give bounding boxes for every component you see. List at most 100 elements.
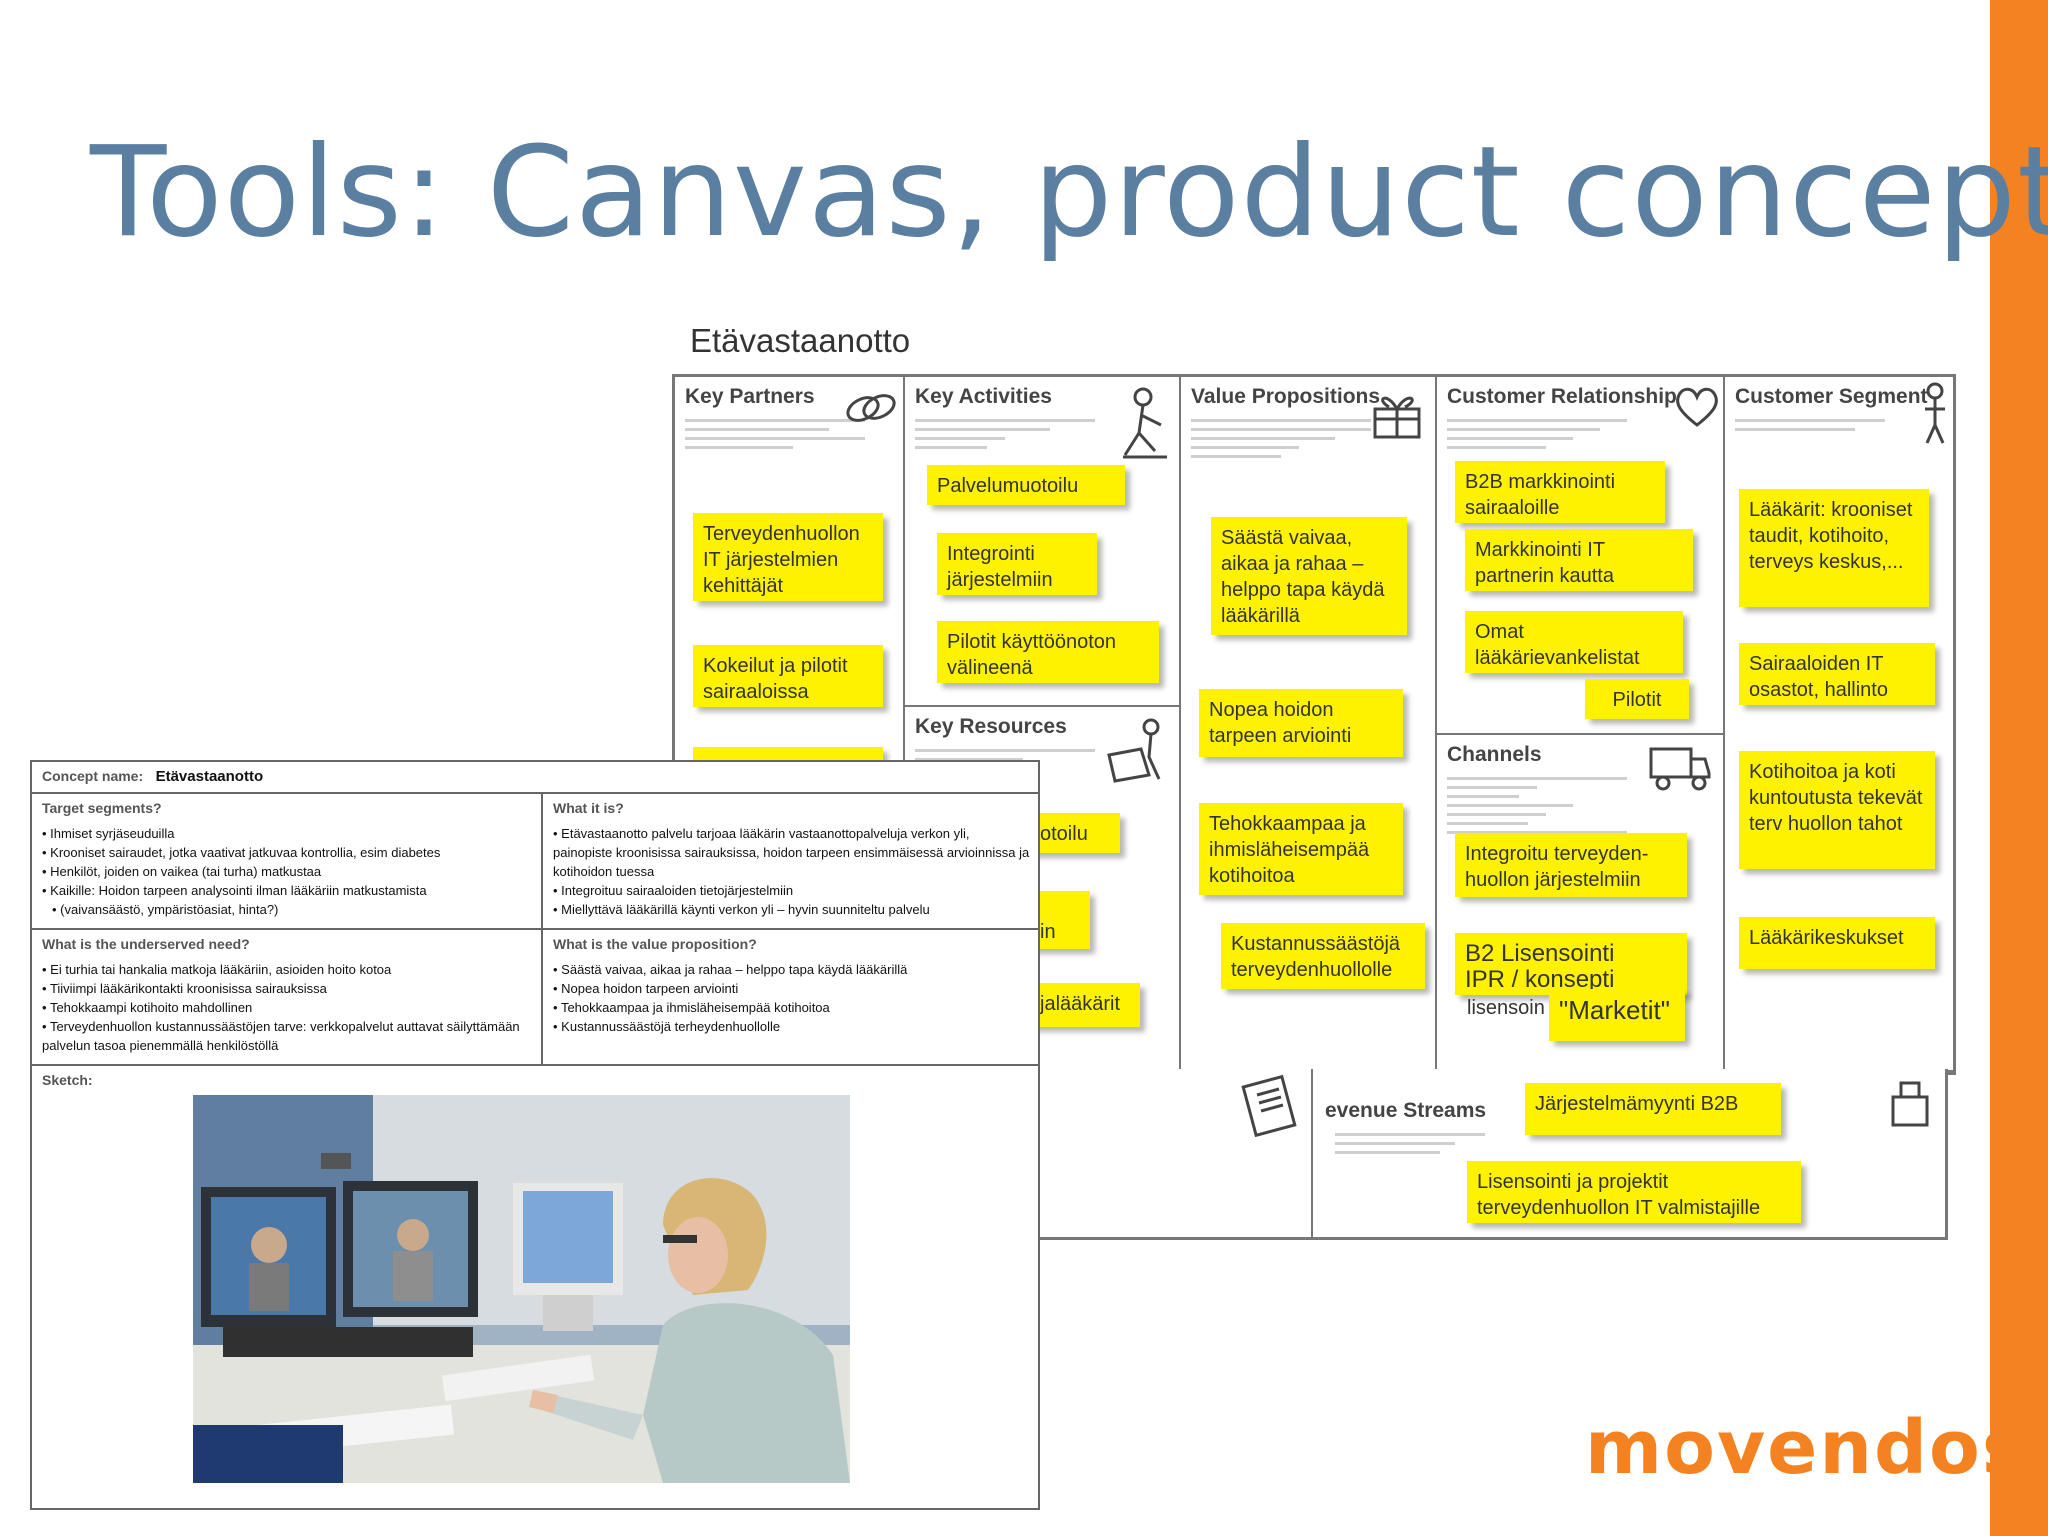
sticky-note: Sairaaloiden IT osastot, hallinto <box>1739 643 1935 705</box>
what-it-is-label: What it is? <box>553 800 624 816</box>
sticky-note: Lääkärit: krooniset taudit, kotihoito, t… <box>1739 489 1929 607</box>
sticky-note: Pilotit <box>1585 679 1689 719</box>
sticky-note: jalääkärit <box>1030 983 1140 1027</box>
channels-heading: Channels <box>1447 743 1542 766</box>
truck-icon <box>1649 747 1711 791</box>
key-resources-cell: Key Resources otoilu in jalääkärit <box>905 707 1181 1072</box>
sticky-note: Kotihoitoa ja koti kuntoutusta tekevät t… <box>1739 751 1935 869</box>
list-item: Tehokkaampi kotihoito mahdollinen <box>42 998 531 1017</box>
placeholder-lines <box>1735 419 1885 437</box>
business-model-canvas: Key Partners Terveydenhuollon IT järjest… <box>672 374 1956 1075</box>
placeholder-lines <box>1447 419 1627 455</box>
key-partners-cell: Key Partners Terveydenhuollon IT järjest… <box>675 377 905 1072</box>
movendos-logo: movendos <box>1585 1405 2028 1491</box>
key-activities-heading: Key Activities <box>915 385 1052 408</box>
sketch-cell: Sketch: <box>32 1066 1038 1510</box>
underserved-need-cell: What is the underserved need? Ei turhia … <box>32 930 543 1064</box>
sticky-note: B2B markkinointi sairaaloille <box>1455 461 1665 523</box>
concept-row-middle: What is the underserved need? Ei turhia … <box>32 930 1038 1066</box>
revenue-streams-cell <box>1311 1069 1313 1237</box>
sticky-note: Kustannussäästöjä terveydenhuollolle <box>1221 923 1425 989</box>
sticky-note: Lisensointi ja projektit terveydenhuollo… <box>1467 1161 1801 1223</box>
sticky-note: Integrointi järjestelmiin <box>937 533 1097 595</box>
sticky-note: Nopea hoidon tarpeen arviointi <box>1199 689 1403 757</box>
list-item: Tehokkaampaa ja ihmisläheisempää kotihoi… <box>553 998 1032 1017</box>
target-segments-cell: Target segments? Ihmiset syrjäseuduilla … <box>32 794 543 928</box>
list-item: Säästä vaivaa, aikaa ja rahaa – helppo t… <box>553 960 1032 979</box>
person-icon <box>1925 382 1945 444</box>
partial-note-text: lisensoin <box>1467 997 1545 1019</box>
placeholder-lines <box>1447 777 1627 840</box>
list-item: Miellyttävä lääkärillä käynti verkon yli… <box>553 900 1032 919</box>
list-item: Henkilöt, joiden on vaikea (tai turha) m… <box>42 862 531 881</box>
worker-icon <box>1123 387 1167 459</box>
sticky-note: Terveydenhuollon IT järjestelmien kehitt… <box>693 513 883 601</box>
sticky-note: otoilu <box>1030 813 1120 853</box>
list-item: Tiiviimpi lääkärikontakti kroonisissa sa… <box>42 979 531 998</box>
list-item: Integroituu sairaaloiden tietojärjestelm… <box>553 881 1032 900</box>
sticky-note: "Marketit" <box>1549 989 1685 1041</box>
chain-link-icon <box>846 394 896 422</box>
orange-side-bar <box>1990 0 2048 1536</box>
underserved-need-label: What is the underserved need? <box>42 936 250 952</box>
value-proposition-label: What is the value proposition? <box>553 936 757 952</box>
customer-segments-heading: Customer Segment <box>1735 385 1928 408</box>
gift-icon <box>1373 396 1421 439</box>
concept-row-top: Target segments? Ihmiset syrjäseuduilla … <box>32 794 1038 930</box>
sticky-note: Palvelumuotoilu <box>927 465 1125 505</box>
customer-relationships-cell: Customer Relationship B2B markkinointi s… <box>1437 377 1725 735</box>
key-resources-heading: Key Resources <box>915 715 1067 738</box>
placeholder-lines <box>915 749 1095 767</box>
list-item: Krooniset sairaudet, jotka vaativat jatk… <box>42 843 531 862</box>
sticky-note: Pilotit käyttöönoton välineenä <box>937 621 1159 683</box>
heart-icon <box>1676 387 1718 427</box>
value-proposition-cell: What is the value proposition? Säästä va… <box>543 930 1042 1064</box>
underserved-need-list: Ei turhia tai hankalia matkoja lääkäriin… <box>42 960 531 1055</box>
concept-name-row: Concept name: Etävastaanotto <box>32 762 1038 794</box>
bill-icon <box>1241 1075 1297 1138</box>
target-segments-list: Ihmiset syrjäseuduilla Krooniset sairaud… <box>42 824 531 919</box>
sticky-note: Integroitu terveyden-huollon järjestelmi… <box>1455 833 1687 897</box>
placeholder-lines <box>685 419 865 455</box>
key-activities-cell: Key Activities Palvelumuotoilu Integroin… <box>905 377 1181 707</box>
placeholder-lines <box>1191 419 1371 464</box>
sketch-row: Sketch: <box>32 1066 1038 1510</box>
list-item: Etävastaanotto palvelu tarjoaa lääkärin … <box>553 824 1032 881</box>
sticky-note: Tehokkaampaa ja ihmisläheisempää kotihoi… <box>1199 803 1403 895</box>
list-item: Kustannussäästöjä terheydenhuollolle <box>553 1017 1032 1036</box>
customer-relationships-heading: Customer Relationship <box>1447 385 1677 408</box>
what-it-is-cell: What it is? Etävastaanotto palvelu tarjo… <box>543 794 1042 928</box>
list-item: Kaikille: Hoidon tarpeen analysointi ilm… <box>42 881 531 900</box>
slide-title: Tools: Canvas, product concepts <box>90 120 2048 265</box>
concept-name-label: Concept name: <box>42 768 144 784</box>
telemedicine-photo <box>193 1095 850 1483</box>
list-item: Ei turhia tai hankalia matkoja lääkäriin… <box>42 960 531 979</box>
key-partners-heading: Key Partners <box>685 385 815 408</box>
concept-name-value: Etävastaanotto <box>155 768 264 785</box>
list-item: Nopea hoidon tarpeen arviointi <box>553 979 1032 998</box>
sticky-note: Omat lääkärievankelistat <box>1465 611 1683 673</box>
placeholder-lines <box>1335 1133 1485 1160</box>
factory-worker-icon <box>1107 718 1161 783</box>
what-it-is-list: Etävastaanotto palvelu tarjoaa lääkärin … <box>553 824 1032 919</box>
sticky-note: Markkinointi IT partnerin kautta <box>1465 529 1693 591</box>
canvas-title: Etävastaanotto <box>690 322 911 359</box>
cash-register-icon <box>1891 1081 1929 1127</box>
value-proposition-list: Säästä vaivaa, aikaa ja rahaa – helppo t… <box>553 960 1032 1036</box>
list-item: Ihmiset syrjäseuduilla <box>42 824 531 843</box>
customer-segments-cell: Customer Segment Lääkärit: krooniset tau… <box>1725 377 1953 1072</box>
list-item: Terveydenhuollon kustannussäästöjen tarv… <box>42 1017 531 1055</box>
sticky-note: in <box>1030 891 1090 949</box>
value-propositions-cell: Value Propositions Säästä vaivaa, aikaa … <box>1181 377 1437 1072</box>
sticky-note: Kokeilut ja pilotit sairaaloissa <box>693 645 883 707</box>
list-item: (vaivansäästö, ympäristöasiat, hinta?) <box>42 900 531 919</box>
sticky-note: Säästä vaivaa, aikaa ja rahaa – helppo t… <box>1211 517 1407 635</box>
concept-name-cell: Concept name: Etävastaanotto <box>32 762 1038 792</box>
placeholder-lines <box>915 419 1095 455</box>
photo-illustration <box>193 1095 850 1483</box>
sticky-note: Lääkärikeskukset <box>1739 917 1935 969</box>
sticky-note: Järjestelmämyynti B2B <box>1525 1083 1781 1135</box>
value-propositions-heading: Value Propositions <box>1191 385 1381 408</box>
sketch-label: Sketch: <box>42 1072 93 1088</box>
revenue-streams-heading: evenue Streams <box>1325 1099 1487 1122</box>
